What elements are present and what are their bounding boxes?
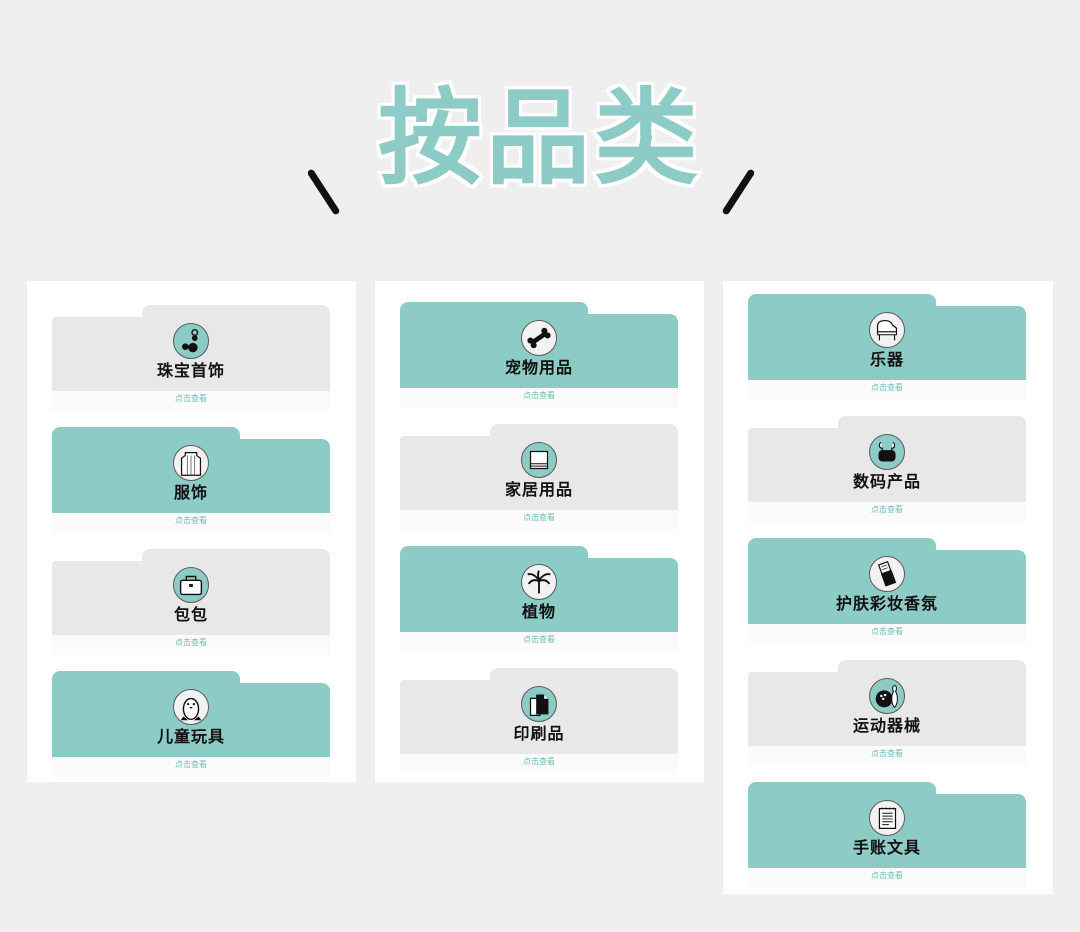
category-label: 植物 — [521, 602, 556, 621]
view-link[interactable]: 点击查看 — [871, 871, 903, 880]
category-card-stationery[interactable]: 手账文具 点击查看 — [748, 782, 1026, 888]
earring-icon — [173, 323, 209, 359]
category-label: 护肤彩妆香氛 — [835, 594, 938, 613]
category-label: 印刷品 — [513, 724, 565, 743]
category-card-bags[interactable]: 包包 点击查看 — [52, 549, 330, 655]
notebook-icon — [869, 800, 905, 836]
category-card-pet-supplies[interactable]: 宠物用品 点击查看 — [400, 302, 678, 408]
view-link[interactable]: 点击查看 — [871, 627, 903, 636]
category-column-2: 宠物用品 点击查看 家居用品 点击查看 植物 点击查看 印刷品 点击查看 — [375, 281, 704, 782]
category-card-jewelry[interactable]: 珠宝首饰 点击查看 — [52, 305, 330, 411]
towel-icon — [521, 442, 557, 478]
piano-icon — [869, 312, 905, 348]
view-link[interactable]: 点击查看 — [871, 383, 903, 392]
category-label: 宠物用品 — [504, 358, 573, 377]
view-link[interactable]: 点击查看 — [175, 638, 207, 647]
view-link[interactable]: 点击查看 — [871, 749, 903, 758]
category-card-clothing[interactable]: 服饰 点击查看 — [52, 427, 330, 533]
bowling-icon — [869, 678, 905, 714]
category-card-toys[interactable]: 儿童玩具 点击查看 — [52, 671, 330, 777]
view-link[interactable]: 点击查看 — [523, 391, 555, 400]
category-label: 珠宝首饰 — [156, 361, 225, 380]
cosmetics-icon — [869, 556, 905, 592]
category-label: 儿童玩具 — [156, 727, 225, 746]
category-card-home-goods[interactable]: 家居用品 点击查看 — [400, 424, 678, 530]
penguin-toy-icon — [173, 689, 209, 725]
view-link[interactable]: 点击查看 — [175, 760, 207, 769]
category-label: 运动器械 — [852, 716, 921, 735]
slash-decoration-left — [306, 168, 341, 216]
header: 按品类 — [0, 62, 1080, 222]
category-label: 家居用品 — [504, 480, 573, 499]
handbag-icon — [173, 567, 209, 603]
category-label: 服饰 — [173, 483, 208, 502]
category-card-instruments[interactable]: 乐器 点击查看 — [748, 294, 1026, 400]
category-column-1: 珠宝首饰 点击查看 服饰 点击查看 包包 点击查看 儿童玩具 点击查看 — [27, 281, 356, 782]
category-column-3: 乐器 点击查看 数码产品 点击查看 护肤彩妆香氛 点击查看 运动器械 点击查看 — [723, 281, 1053, 894]
category-card-sports[interactable]: 运动器械 点击查看 — [748, 660, 1026, 766]
view-link[interactable]: 点击查看 — [175, 394, 207, 403]
category-card-cosmetics[interactable]: 护肤彩妆香氛 点击查看 — [748, 538, 1026, 644]
paper-icon — [521, 686, 557, 722]
bone-icon — [521, 320, 557, 356]
view-link[interactable]: 点击查看 — [871, 505, 903, 514]
category-label: 手账文具 — [852, 838, 921, 857]
view-link[interactable]: 点击查看 — [523, 757, 555, 766]
palm-plant-icon — [521, 564, 557, 600]
category-card-print[interactable]: 印刷品 点击查看 — [400, 668, 678, 774]
category-label: 数码产品 — [852, 472, 921, 491]
earbuds-icon — [869, 434, 905, 470]
category-label: 乐器 — [869, 350, 904, 369]
view-link[interactable]: 点击查看 — [523, 635, 555, 644]
category-label: 包包 — [173, 605, 208, 624]
view-link[interactable]: 点击查看 — [523, 513, 555, 522]
category-card-digital[interactable]: 数码产品 点击查看 — [748, 416, 1026, 522]
sweater-icon — [173, 445, 209, 481]
page-title: 按品类 — [375, 74, 702, 202]
slash-decoration-right — [721, 168, 756, 216]
view-link[interactable]: 点击查看 — [175, 516, 207, 525]
category-card-plants[interactable]: 植物 点击查看 — [400, 546, 678, 652]
